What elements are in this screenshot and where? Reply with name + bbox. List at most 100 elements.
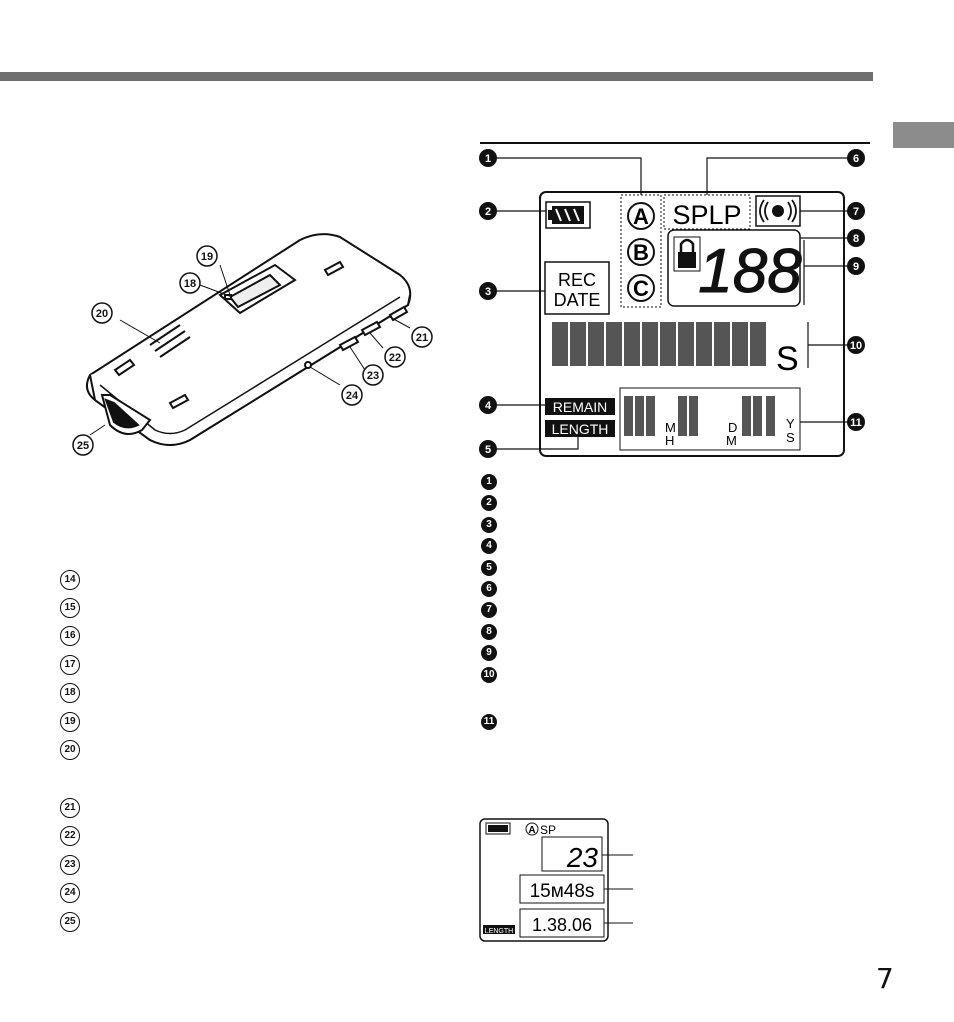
lcd-callout-marker-6 [847, 149, 865, 167]
rec-label: REC [558, 270, 596, 290]
device-callout-23: 23 [367, 370, 379, 382]
date-label: DATE [554, 290, 601, 310]
lcd-matrix-cell [753, 396, 762, 436]
device-callout-25: 25 [77, 440, 89, 452]
lcd-matrix-cell [642, 322, 658, 366]
lcd-matrix-cell [660, 322, 676, 366]
lcd-matrix-cell [624, 396, 633, 436]
list-item-17: 17 [60, 655, 80, 675]
indicator-9: 9 [481, 645, 497, 661]
lcd-matrix-cell [696, 322, 712, 366]
lcd-callout-marker-8 [847, 229, 865, 247]
lcd-callout-11: 11 [850, 417, 862, 429]
lcd-callout-8: 8 [853, 233, 859, 245]
list-item-22: 22 [60, 826, 80, 846]
list-item-25: 25 [60, 912, 80, 932]
list-item-23: 23 [60, 855, 80, 875]
seconds-unit: S [776, 340, 799, 378]
indicator-7: 7 [481, 602, 497, 618]
lcd-callout-marker-9 [847, 257, 865, 275]
example-folder: A [528, 825, 535, 836]
folder-a: A [633, 204, 649, 229]
list-item-15: 15 [60, 598, 80, 618]
example-remain-time: 15м48s [530, 881, 595, 902]
list-item-14: 14 [60, 570, 80, 590]
device-callout-19: 19 [201, 251, 213, 263]
lcd-diagram: A B C SPLP REC DATE 188 S REMAIN LENGTH … [479, 142, 870, 458]
indicator-10: 10 [481, 667, 497, 683]
indicator-8: 8 [481, 624, 497, 640]
lcd-matrix-cell [742, 396, 751, 436]
list-item-24: 24 [60, 883, 80, 903]
lcd-matrix-cell [766, 396, 775, 436]
folder-c: C [633, 276, 649, 301]
lcd-matrix-cell [678, 396, 687, 436]
length-label: LENGTH [552, 421, 609, 437]
indicator-1: 1 [481, 474, 497, 490]
list-item-16: 16 [60, 626, 80, 646]
list-item-20: 20 [60, 740, 80, 760]
example-mode: SP [540, 823, 556, 837]
lcd-matrix-cell [570, 322, 586, 366]
lcd-matrix-cell [750, 322, 766, 366]
lcd-matrix-cell [678, 322, 694, 366]
unit-m: M [665, 420, 676, 435]
lcd-matrix-cell [714, 322, 730, 366]
lcd-callout-marker-7 [847, 202, 865, 220]
list-item-21: 21 [60, 798, 80, 818]
device-callout-24: 24 [346, 390, 359, 402]
lcd-callout-marker-3 [479, 282, 497, 300]
lcd-callout-9: 9 [853, 261, 859, 273]
example-file-number: 23 [566, 842, 599, 873]
lcd-callout-10: 10 [850, 340, 862, 352]
file-number-digits: 188 [698, 237, 802, 306]
recorder-illustration: 18 19 20 21 22 23 24 25 [72, 233, 433, 456]
lcd-callout-3: 3 [485, 286, 491, 298]
lcd-matrix-cell [732, 322, 748, 366]
unit-m2: M [726, 433, 737, 448]
lcd-callout-2: 2 [485, 206, 491, 218]
lcd-callout-marker-2 [479, 202, 497, 220]
lcd-callout-marker-1 [479, 149, 497, 167]
folder-b: B [633, 240, 649, 265]
unit-d: D [728, 420, 737, 435]
remain-label: REMAIN [553, 399, 607, 415]
unit-s: S [786, 430, 795, 445]
lcd-matrix-cell [606, 322, 622, 366]
lcd-matrix-cell [646, 396, 655, 436]
lcd-callout-marker-4 [479, 396, 497, 414]
page-number: 7 [876, 962, 894, 995]
lcd-callout-marker-5 [479, 440, 497, 458]
indicator-11: 11 [481, 714, 497, 730]
header-bar [0, 72, 873, 81]
list-item-18: 18 [60, 683, 80, 703]
lcd-callout-6: 6 [853, 153, 859, 165]
lcd-callout-7: 7 [853, 206, 859, 218]
example-length-label: LENGTH [485, 928, 513, 935]
indicator-3: 3 [481, 517, 497, 533]
list-item-19: 19 [60, 712, 80, 732]
indicator-6: 6 [481, 581, 497, 597]
device-callout-22: 22 [389, 352, 401, 364]
lcd-callout-4: 4 [485, 400, 492, 412]
example-display: A SP 23 15м48s LENGTH 1.38.06 [479, 818, 633, 942]
indicator-2: 2 [481, 495, 497, 511]
section-tab [893, 122, 954, 148]
device-callout-18: 18 [184, 278, 196, 290]
indicator-4: 4 [481, 538, 497, 554]
device-callout-20: 20 [96, 308, 108, 320]
lcd-callout-marker-10 [847, 336, 865, 354]
lcd-matrix-cell [689, 396, 698, 436]
lcd-matrix-cell [624, 322, 640, 366]
example-length-time: 1.38.06 [532, 915, 592, 935]
lcd-matrix-cell [552, 322, 568, 366]
indicator-5: 5 [481, 560, 497, 576]
device-callout-21: 21 [416, 332, 428, 344]
unit-h: H [665, 433, 674, 448]
mode-splp: SPLP [672, 200, 741, 230]
lcd-matrix-cell [588, 322, 604, 366]
unit-y: Y [786, 416, 795, 431]
lcd-callout-marker-11 [847, 413, 865, 431]
lcd-callout-1: 1 [485, 153, 491, 165]
lcd-matrix-cell [635, 396, 644, 436]
